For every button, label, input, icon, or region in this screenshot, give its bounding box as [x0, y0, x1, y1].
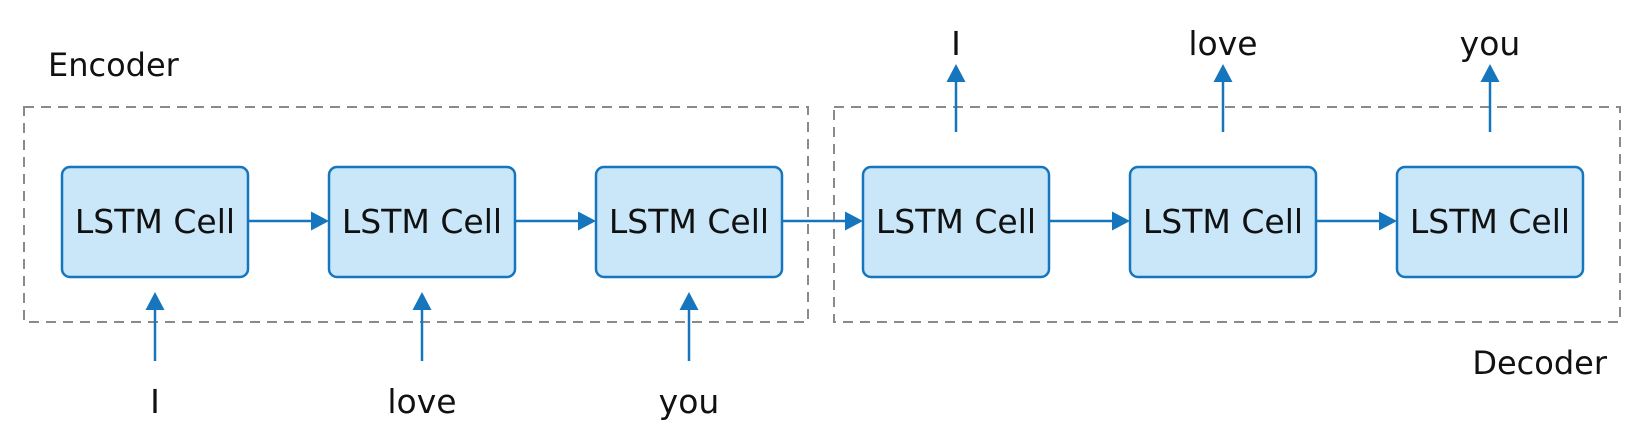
state-arrow-head — [1379, 211, 1397, 231]
state-arrow-head — [578, 211, 596, 231]
decoder-cell: LSTM Cell — [861, 165, 1051, 279]
decoder-cell-label: LSTM Cell — [1410, 202, 1570, 241]
encoder-cell: LSTM Cell — [60, 165, 250, 279]
input-arrow-head — [145, 292, 165, 310]
output-arrow — [946, 64, 966, 132]
decoder-label: Decoder — [1472, 344, 1608, 382]
state-arrow — [1049, 211, 1130, 231]
encoder-label: Encoder — [48, 46, 180, 84]
decoder-cell: LSTM Cell — [1128, 165, 1318, 279]
output-arrow-head — [1480, 64, 1500, 82]
input-arrow-head — [412, 292, 432, 310]
context-arrow-head — [845, 211, 863, 231]
decoder-cell-box — [1395, 165, 1585, 279]
encoder-cell-label: LSTM Cell — [75, 202, 235, 241]
state-arrow — [248, 211, 329, 231]
encoder-cell-label: LSTM Cell — [609, 202, 769, 241]
output-word: you — [1460, 24, 1521, 63]
encoder-group-box — [23, 106, 809, 323]
decoder-cell-label: LSTM Cell — [1143, 202, 1303, 241]
encoder-cell-label: LSTM Cell — [342, 202, 502, 241]
state-arrow — [515, 211, 596, 231]
input-arrow — [145, 292, 165, 361]
decoder-cell: LSTM Cell — [1395, 165, 1585, 279]
input-word: love — [387, 382, 456, 421]
state-arrow-head — [1112, 211, 1130, 231]
decoder-cell-label: LSTM Cell — [876, 202, 1036, 241]
output-arrow-head — [1213, 64, 1233, 82]
output-arrow-head — [946, 64, 966, 82]
output-arrow — [1480, 64, 1500, 132]
input-word: I — [150, 382, 160, 421]
input-word: you — [659, 382, 720, 421]
decoder-group-box — [833, 106, 1621, 323]
output-arrow — [1213, 64, 1233, 132]
encoder-cell: LSTM Cell — [594, 165, 784, 279]
input-arrow — [679, 292, 699, 361]
state-arrow — [1316, 211, 1397, 231]
output-word: I — [951, 24, 961, 63]
output-word: love — [1188, 24, 1257, 63]
encoder-cell: LSTM Cell — [327, 165, 517, 279]
input-arrow-head — [679, 292, 699, 310]
state-arrow-head — [311, 211, 329, 231]
context-arrow — [782, 211, 863, 231]
input-arrow — [412, 292, 432, 361]
